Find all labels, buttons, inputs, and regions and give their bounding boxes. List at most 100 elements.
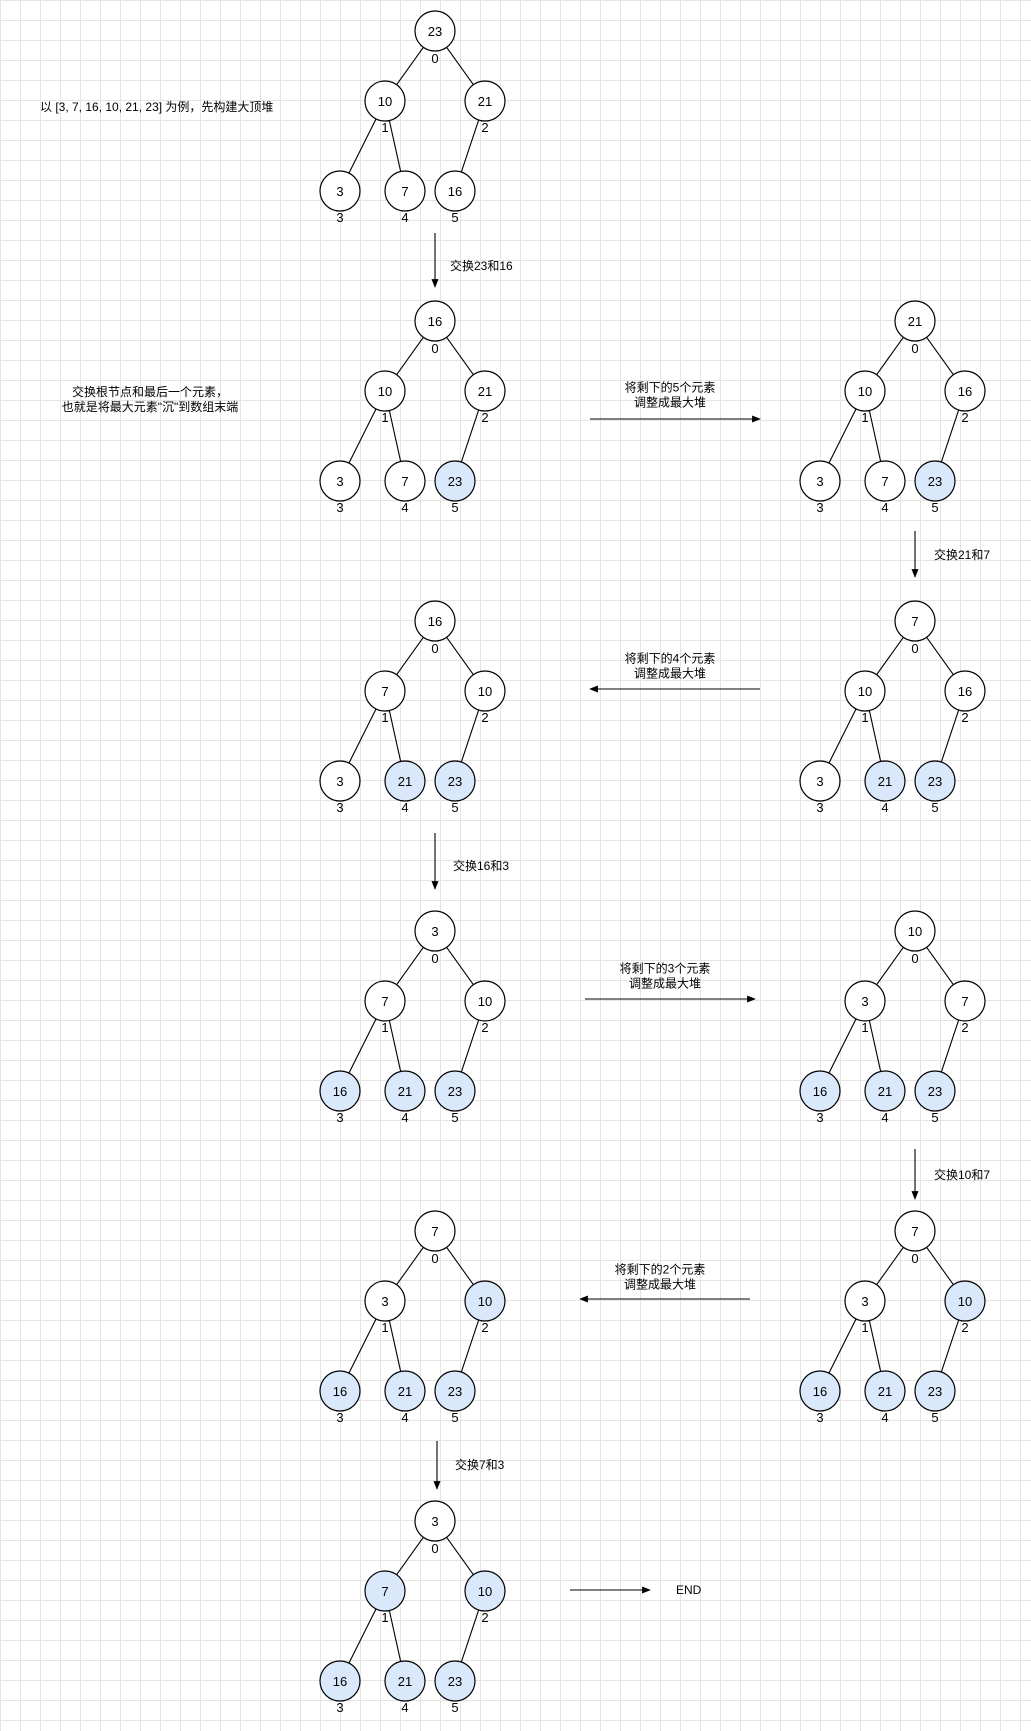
node-value: 16 xyxy=(333,1674,347,1689)
sorted-node-circle xyxy=(434,1070,476,1112)
sorted-node-circle xyxy=(914,760,956,802)
heap-node: 3 xyxy=(319,760,361,802)
node-value: 16 xyxy=(333,1384,347,1399)
heap-node: 7 xyxy=(414,1210,456,1252)
node-value: 23 xyxy=(448,1384,462,1399)
node-index: 0 xyxy=(431,951,438,966)
node-value: 3 xyxy=(816,474,823,489)
node-value: 3 xyxy=(861,1294,868,1309)
node-index: 2 xyxy=(481,1020,488,1035)
heap-node: 23 xyxy=(434,460,476,502)
node-index: 0 xyxy=(431,341,438,356)
node-value: 16 xyxy=(428,614,442,629)
node-circle xyxy=(414,300,456,342)
swap-10-7-label: 交换10和7 xyxy=(934,1167,990,1182)
node-circle xyxy=(384,170,426,212)
node-index: 5 xyxy=(451,800,458,815)
node-index: 1 xyxy=(861,1320,868,1335)
node-circle xyxy=(894,600,936,642)
node-circle xyxy=(319,760,361,802)
node-circle xyxy=(364,670,406,712)
node-index: 2 xyxy=(961,410,968,425)
sorted-node-circle xyxy=(799,1070,841,1112)
heap-node: 7 xyxy=(944,980,986,1022)
node-index: 5 xyxy=(451,210,458,225)
tree-edge xyxy=(940,1319,960,1373)
node-value: 21 xyxy=(398,1674,412,1689)
sorted-node-circle xyxy=(434,1370,476,1412)
node-circle xyxy=(799,760,841,802)
node-value: 7 xyxy=(381,1584,388,1599)
swap-explain-label: 交换根节点和最后一个元素， xyxy=(72,384,228,399)
node-value: 21 xyxy=(878,774,892,789)
node-index: 1 xyxy=(861,1020,868,1035)
node-circle xyxy=(844,980,886,1022)
node-index: 0 xyxy=(431,1251,438,1266)
node-index: 5 xyxy=(931,500,938,515)
tree-edge xyxy=(828,1018,857,1074)
node-value: 3 xyxy=(861,994,868,1009)
swap-21-7-label: 交换21和7 xyxy=(934,547,990,562)
heap-node: 21 xyxy=(384,1070,426,1112)
node-value: 21 xyxy=(398,1384,412,1399)
heap-node: 3 xyxy=(799,460,841,502)
adjust-5-label: 将剩下的5个元素 xyxy=(625,380,716,395)
node-value: 3 xyxy=(336,774,343,789)
sorted-node-circle xyxy=(319,1660,361,1702)
node-value: 7 xyxy=(381,994,388,1009)
node-value: 23 xyxy=(448,474,462,489)
heap-node: 23 xyxy=(914,1370,956,1412)
tree-edge xyxy=(868,410,882,462)
tree-edge xyxy=(388,710,402,762)
swap-7-3-label: 交换7和3 xyxy=(455,1457,505,1472)
node-value: 23 xyxy=(448,1674,462,1689)
tree-edge xyxy=(940,709,960,763)
heap-node: 23 xyxy=(914,760,956,802)
tree-edge xyxy=(868,710,882,762)
node-index: 2 xyxy=(961,1020,968,1035)
heap-node: 21 xyxy=(894,300,936,342)
node-index: 1 xyxy=(381,1610,388,1625)
sorted-node-circle xyxy=(864,1070,906,1112)
node-circle xyxy=(944,370,986,412)
node-value: 3 xyxy=(816,774,823,789)
sorted-node-circle xyxy=(434,1660,476,1702)
labels-layer: 交换23和16将剩下的5个元素调整成最大堆交换21和7将剩下的4个元素调整成最大… xyxy=(40,99,990,1597)
node-circle xyxy=(364,980,406,1022)
node-index: 0 xyxy=(911,951,918,966)
node-index: 0 xyxy=(911,341,918,356)
tree-edge xyxy=(460,1319,480,1373)
heap-node: 21 xyxy=(464,370,506,412)
node-circle xyxy=(944,980,986,1022)
adjust-3-label: 调整成最大堆 xyxy=(629,976,701,991)
node-circle xyxy=(414,910,456,952)
heap-node: 21 xyxy=(384,1370,426,1412)
heap-node: 3 xyxy=(319,460,361,502)
heap-node: 10 xyxy=(464,980,506,1022)
node-circle xyxy=(894,300,936,342)
heap-node: 16 xyxy=(319,1370,361,1412)
heap-node: 16 xyxy=(414,300,456,342)
node-index: 4 xyxy=(881,1410,888,1425)
heap-node: 16 xyxy=(434,170,476,212)
node-index: 3 xyxy=(336,1700,343,1715)
node-value: 7 xyxy=(961,994,968,1009)
tree-edge xyxy=(396,636,424,676)
heap-node: 7 xyxy=(364,980,406,1022)
node-value: 21 xyxy=(878,1384,892,1399)
node-value: 10 xyxy=(478,1294,492,1309)
node-index: 4 xyxy=(401,210,408,225)
tree-edge xyxy=(460,709,480,763)
node-circle xyxy=(414,1500,456,1542)
adjust-2-label: 调整成最大堆 xyxy=(624,1277,696,1292)
tree-edge xyxy=(876,946,904,986)
node-index: 4 xyxy=(401,1700,408,1715)
node-value: 16 xyxy=(448,184,462,199)
node-circle xyxy=(464,80,506,122)
node-index: 0 xyxy=(431,51,438,66)
